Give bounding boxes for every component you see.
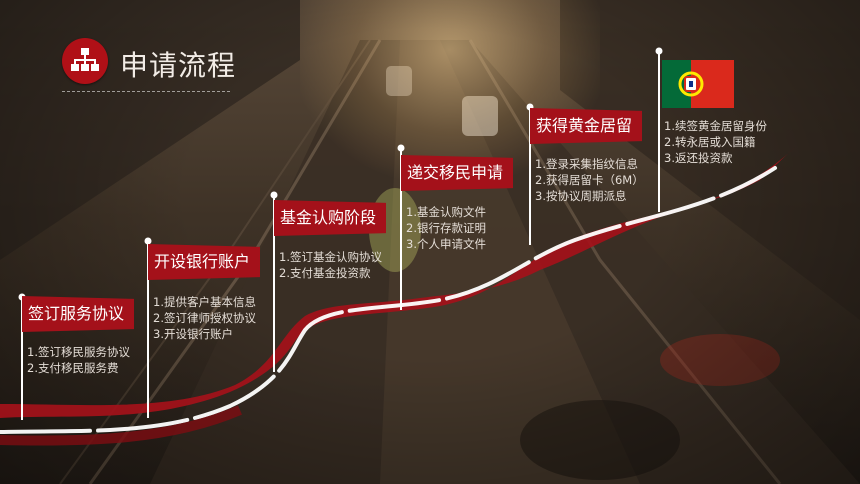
title-divider	[62, 91, 230, 92]
step-1-item-1: 1.签订移民服务协议	[27, 345, 130, 359]
step-3-title: 基金认购阶段	[280, 208, 377, 227]
step-6-item-1: 1.续签黄金居留身份	[664, 119, 767, 133]
step-5-items: 1.登录采集指纹信息 2.获得居留卡（6M） 3.按协议周期派息	[535, 156, 644, 204]
step-2-flag: 开设银行账户	[148, 244, 261, 280]
step-5-title: 获得黄金居留	[536, 116, 633, 135]
step-4-item-2: 2.银行存款证明	[406, 221, 486, 235]
step-4-items: 1.基金认购文件 2.银行存款证明 3.个人申请文件	[406, 204, 486, 252]
step-1-flag: 签订服务协议	[22, 296, 135, 332]
page-title: 申请流程	[120, 49, 237, 82]
step-3-flag: 基金认购阶段	[274, 200, 387, 236]
step-1-items: 1.签订移民服务协议 2.支付移民服务费	[27, 344, 130, 376]
step-2-items: 1.提供客户基本信息 2.签订律师授权协议 3.开设银行账户	[153, 294, 256, 342]
step-3-item-1: 1.签订基金认购协议	[279, 250, 382, 264]
org-chart-icon	[62, 38, 108, 84]
step-6-items: 1.续签黄金居留身份 2.转永居或入国籍 3.返还投资款	[664, 118, 767, 166]
step-6-item-3: 3.返还投资款	[664, 151, 733, 165]
step-3-items: 1.签订基金认购协议 2.支付基金投资款	[279, 249, 382, 281]
pole-6	[655, 47, 663, 212]
step-5-item-2: 2.获得居留卡（6M）	[535, 173, 644, 187]
step-3-item-2: 2.支付基金投资款	[279, 266, 371, 280]
step-1-item-2: 2.支付移民服务费	[27, 361, 119, 375]
step-1-title: 签订服务协议	[28, 304, 125, 323]
road-shadow	[0, 405, 242, 446]
step-2-title: 开设银行账户	[154, 252, 251, 271]
step-6-item-2: 2.转永居或入国籍	[664, 135, 756, 149]
sunlight-glow	[300, 0, 600, 180]
road-center-stripe	[0, 166, 777, 434]
step-2-item-1: 1.提供客户基本信息	[153, 295, 256, 309]
step-4-item-3: 3.个人申请文件	[406, 237, 486, 251]
step-5-item-3: 3.按协议周期派息	[535, 189, 627, 203]
step-2-item-3: 3.开设银行账户	[153, 327, 233, 341]
step-5-flag: 获得黄金居留	[530, 108, 643, 144]
step-2-item-2: 2.签订律师授权协议	[153, 311, 256, 325]
step-4-item-1: 1.基金认购文件	[406, 205, 486, 219]
step-5-item-1: 1.登录采集指纹信息	[535, 157, 638, 171]
portugal-flag-icon	[662, 60, 734, 108]
step-4-flag: 递交移民申请	[401, 155, 514, 191]
step-4-title: 递交移民申请	[407, 163, 504, 182]
